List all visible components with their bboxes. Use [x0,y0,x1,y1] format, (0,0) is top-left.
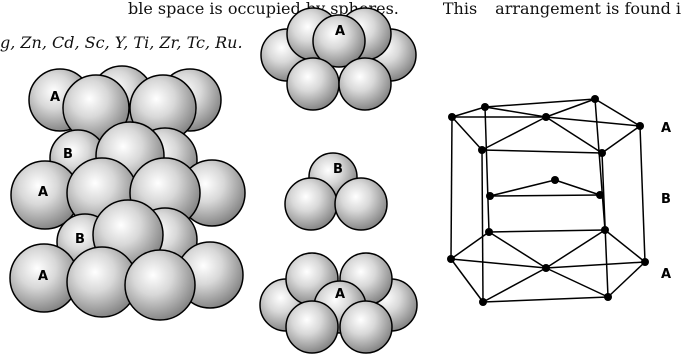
vertical-edge [481,149,484,303]
hexagon-top-edge [451,116,483,151]
middle-layer-edge [554,179,601,196]
middle-layer-edge [489,179,556,197]
vertical-edge [601,152,609,298]
bottom-center-diagonal [545,229,606,269]
stack-layer-b-label-upper: B [63,147,73,162]
cell-layer-a-bottom-label: A [661,267,671,282]
vertical-edge [450,116,453,260]
top-center-diagonal [545,116,603,154]
hcp-sphere-stack [9,65,246,321]
top-center-diagonal [545,98,596,118]
vertical-edge [484,106,490,233]
sphere [285,300,339,354]
atom-node-top-center [542,113,550,121]
hexagon-top-edge [451,106,486,118]
vertical-edge [639,125,646,263]
bottom-center-diagonal [482,267,547,303]
top-center-diagonal [481,116,547,151]
sphere [286,57,340,111]
hexagon-top-edge [601,125,641,154]
cell-layer-a-top-label: A [661,121,671,136]
hexagon-top-edge [481,149,603,154]
sphere [334,177,388,231]
stack-layer-a-label-bottom: A [38,269,48,284]
atom-node-bottom [604,293,612,301]
atom-node-bottom [485,228,493,236]
hexagon-bottom-edge [482,296,609,303]
hexagon-top-edge [594,98,641,127]
stack-layer-a-label-top: A [50,90,60,105]
atom-node-top [481,103,489,111]
bottom-center-diagonal [450,258,547,269]
vertical-edge [594,98,606,231]
bottom-center-diagonal [488,231,547,269]
layer-a-bottom-cluster [259,252,418,354]
layer-b-label: B [333,162,343,177]
atom-node-bottom [641,258,649,266]
atom-node-top [448,113,456,121]
top-center-diagonal [545,116,641,127]
atom-node-top [478,146,486,154]
sphere [284,177,338,231]
text-fragment-this: This [442,0,478,18]
atom-node-bottom [479,298,487,306]
hexagon-bottom-edge [450,258,484,303]
hexagon-top-edge [484,98,596,108]
layer-a-bottom-label: A [335,287,345,302]
stack-layer-b-label-lower: B [75,232,85,247]
hexagon-bottom-edge [450,231,490,260]
atom-node-top [636,122,644,130]
cell-layer-b-label: B [661,192,671,207]
hexagon-bottom-edge [604,229,646,263]
middle-layer-edge [489,194,601,197]
layer-a-top-cluster [260,7,417,111]
sphere [312,14,366,68]
sphere-layer-a-front [124,249,196,321]
atom-node-bottom [601,226,609,234]
bottom-center-diagonal [545,267,609,298]
stack-layer-a-label-middle: A [38,185,48,200]
layer-a-top-label: A [335,24,345,39]
hexagonal-unit-cell [447,95,649,306]
text-fragment-spheres: ble space is occupied by spheres. [128,0,399,18]
atom-node-top [598,149,606,157]
bottom-center-diagonal [545,261,646,269]
hexagon-bottom-edge [607,261,646,298]
layer-b-cluster [284,152,388,231]
atom-node-top [591,95,599,103]
atom-node-middle [596,191,604,199]
atom-node-middle [551,176,559,184]
hexagon-bottom-edge [488,229,606,233]
atom-node-bottom [447,255,455,263]
sphere [338,57,392,111]
text-fragment-arrangement: arrangement is found in [495,0,681,18]
text-line-2: g, Zn, Cd, Sc, Y, Ti, Zr, Tc, Ru. [0,33,243,52]
atom-node-bottom-center [542,264,550,272]
atom-node-middle [486,192,494,200]
top-center-diagonal [484,106,547,118]
sphere [339,300,393,354]
